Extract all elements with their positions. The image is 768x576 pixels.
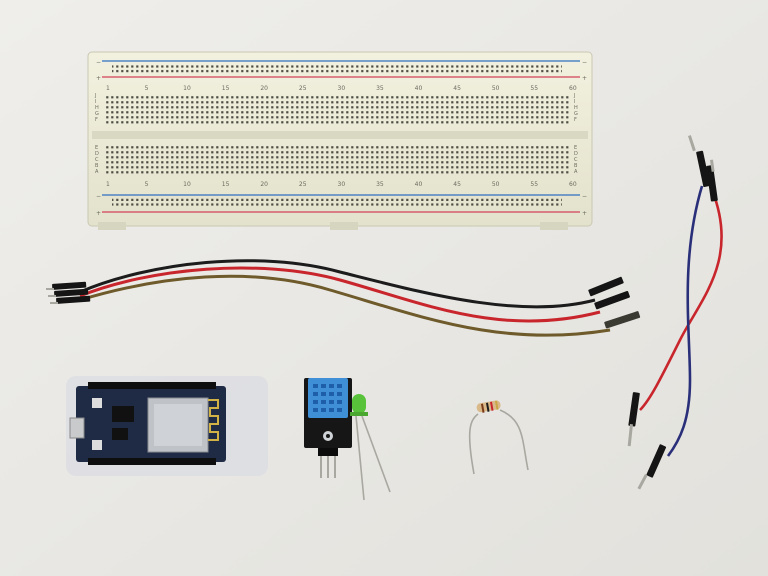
upper-terminal-strip	[104, 94, 570, 124]
rail-minus-label: −	[96, 59, 101, 66]
column-number: 60	[569, 85, 577, 92]
row-letter: D	[574, 151, 578, 157]
column-number: 30	[338, 181, 346, 188]
row-letter: E	[95, 145, 98, 151]
bottom-power-rail: − + − +	[96, 193, 587, 217]
row-letter: H	[95, 105, 99, 111]
column-number: 45	[453, 85, 461, 92]
row-letter: H	[574, 105, 578, 111]
column-number: 50	[492, 85, 500, 92]
row-letter: B	[574, 163, 578, 169]
green-led	[350, 394, 391, 501]
column-number: 40	[415, 181, 423, 188]
rail-plus-label-bottom: +	[96, 210, 101, 217]
center-channel	[92, 131, 588, 139]
row-letter: F	[95, 117, 98, 123]
lower-terminal-strip	[104, 146, 570, 176]
jumper-wires-two	[627, 135, 723, 490]
nodemcu-esp8266	[66, 376, 268, 476]
column-number: 1	[106, 85, 110, 92]
dht11-sensor-module	[304, 378, 352, 478]
rail-minus-label-bottom-right: −	[582, 193, 587, 200]
column-number: 40	[415, 85, 423, 92]
column-number: 10	[183, 181, 191, 188]
column-number: 55	[530, 181, 538, 188]
row-letter: A	[95, 169, 99, 175]
row-letter: F	[574, 117, 577, 123]
column-number: 25	[299, 85, 307, 92]
row-letter: I	[95, 99, 96, 105]
column-number: 20	[260, 85, 268, 92]
column-number: 15	[222, 181, 230, 188]
column-number: 45	[453, 181, 461, 188]
wire-connectors-right	[588, 276, 641, 329]
column-number: 35	[376, 181, 384, 188]
row-letter: C	[95, 157, 99, 163]
rail-plus-label-bottom-right: +	[582, 210, 587, 217]
rail-plus-label: +	[96, 75, 101, 82]
row-letter: J	[573, 93, 575, 99]
rail-minus-label-right: −	[582, 59, 587, 66]
column-number: 20	[260, 181, 268, 188]
column-number: 25	[299, 181, 307, 188]
column-number: 60	[569, 181, 577, 188]
column-number: 50	[492, 181, 500, 188]
column-number: 35	[376, 85, 384, 92]
jumper-wires-three	[46, 259, 641, 337]
column-number: 55	[530, 85, 538, 92]
wire-connectors-left	[46, 281, 91, 304]
column-number: 5	[145, 181, 149, 188]
column-number: 5	[145, 85, 149, 92]
column-number: 1	[106, 181, 110, 188]
column-number: 30	[338, 85, 346, 92]
row-letter: B	[95, 163, 99, 169]
row-letter: E	[574, 145, 577, 151]
row-letter: G	[95, 111, 99, 117]
row-letter: J	[94, 93, 96, 99]
resistor	[468, 400, 529, 475]
row-letter: I	[574, 99, 575, 105]
row-letter: A	[574, 169, 578, 175]
rail-plus-label-right: +	[582, 75, 587, 82]
row-letter: D	[95, 151, 99, 157]
row-letter: C	[574, 157, 578, 163]
rail-minus-label-bottom: −	[96, 193, 101, 200]
row-letter: G	[574, 111, 578, 117]
top-power-rail: − + − +	[96, 59, 587, 82]
column-number: 10	[183, 85, 191, 92]
column-number: 15	[222, 85, 230, 92]
